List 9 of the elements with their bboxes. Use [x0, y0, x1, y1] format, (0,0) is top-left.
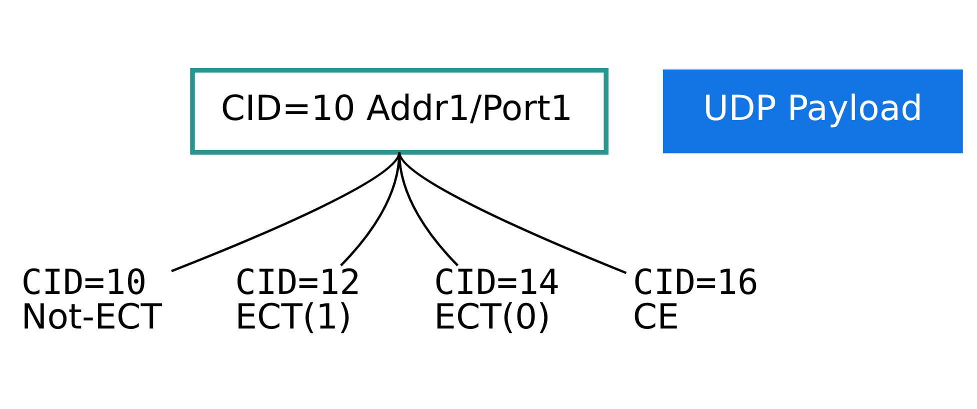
connector	[398, 152, 459, 266]
connector	[398, 152, 627, 274]
connector	[171, 152, 400, 272]
node-text: CID=10 Not-ECT	[21, 262, 162, 338]
node-text: CID=12 ECT(1)	[235, 262, 361, 338]
node-box: CID=10 Addr1/Port1	[190, 68, 608, 155]
node-text: CID=16 CE	[632, 262, 758, 338]
node-box: UDP Payload	[662, 70, 963, 154]
node-text: CID=14 ECT(0)	[434, 262, 560, 338]
